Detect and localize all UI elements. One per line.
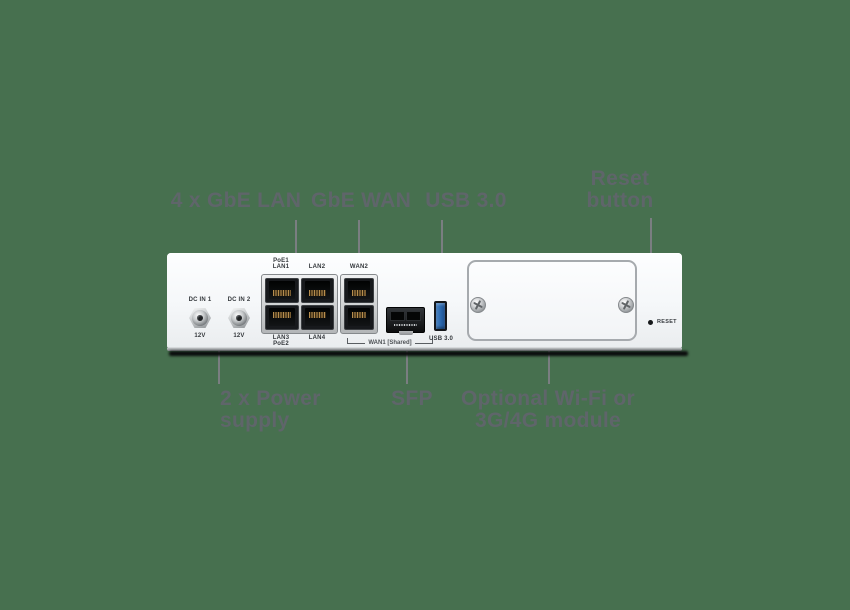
wan2-label: WAN2 (349, 264, 369, 270)
leader-line-module (548, 343, 550, 384)
dc-jack-2-barrel (231, 310, 247, 326)
usb-port-tongue (436, 303, 445, 329)
callout-gbe-lan-label: 4 x GbE LAN (170, 189, 302, 212)
rj45-port-lan1 (265, 278, 299, 303)
leader-line-usb (441, 220, 443, 258)
wan1-shared-bracket: WAN1 [Shared] (347, 336, 433, 346)
dc-jack-1 (189, 308, 211, 328)
bracket-left-segment (347, 338, 366, 344)
module-screw-left (470, 297, 486, 313)
dc-in-1-label: DC IN 1 (188, 297, 212, 303)
callout-reset-line1: Reset (590, 167, 650, 190)
callout-reset-label: Reset button (586, 168, 653, 212)
leader-line-lan (295, 220, 297, 258)
callout-power-line2: supply (220, 409, 290, 432)
callout-gbe-wan-label: GbE WAN (310, 189, 412, 212)
dc-in-2-label: DC IN 2 (227, 297, 251, 303)
callout-module-line1: Optional Wi-Fi or (460, 387, 636, 410)
callout-usb-label: USB 3.0 (425, 189, 507, 212)
poe2-label: PoE2 (273, 341, 289, 347)
sfp-slot-right (406, 311, 421, 321)
lan-port-cluster (261, 274, 338, 334)
rj45-port-lan4 (300, 305, 334, 330)
lan4-label: LAN4 (308, 335, 326, 341)
dc-jack-1-barrel (192, 310, 208, 326)
leader-line-sfp (406, 347, 408, 384)
usb-port (434, 301, 447, 331)
sfp-latch (398, 331, 413, 335)
callout-module-label: Optional Wi-Fi or 3G/4G module (461, 388, 635, 432)
callout-sfp-label: SFP (391, 387, 433, 410)
lan1-label: LAN1 (272, 264, 290, 270)
dc-jack-2 (228, 308, 250, 328)
wan-port-cluster (340, 274, 378, 334)
usb-port-label: USB 3.0 (428, 336, 454, 342)
wan1-shared-label: WAN1 [Shared] (368, 340, 412, 346)
callout-module-line2: 3G/4G module (475, 409, 621, 432)
module-screw-right (618, 297, 634, 313)
rj45-port-lan2 (300, 278, 334, 303)
poe1-label: PoE1 (273, 258, 289, 264)
dc-jack-1-pin-hole (197, 315, 203, 321)
callout-power-label: 2 x Power supply (220, 388, 321, 432)
rj45-port-lan3 (265, 305, 299, 330)
dc-in-2-voltage: 12V (233, 333, 245, 339)
lan3-poe2-label: LAN3 PoE2 (273, 335, 289, 347)
poe1-lan1-label: PoE1 LAN1 (273, 258, 289, 270)
reset-button-hole (648, 320, 653, 325)
callout-power-line1: 2 x Power (220, 387, 321, 410)
leader-line-wan (358, 220, 360, 258)
lan2-label: LAN2 (308, 264, 326, 270)
device-panel-bottom-edge (167, 348, 682, 351)
expansion-module-plate (467, 260, 637, 341)
rj45-port-wan2 (344, 278, 374, 303)
reset-silkscreen-label: RESET (657, 319, 677, 325)
rj45-port-wan1 (344, 305, 374, 330)
sfp-port (386, 307, 425, 335)
device-panel-shadow (169, 351, 688, 356)
sfp-slot-left (390, 311, 405, 321)
lan3-label: LAN3 (272, 335, 290, 341)
callout-reset-line2: button (586, 189, 654, 212)
bracket-right-segment (414, 338, 433, 344)
dc-jack-2-pin-hole (236, 315, 242, 321)
leader-line-power (218, 344, 220, 384)
sfp-pins (394, 324, 417, 326)
dc-in-1-voltage: 12V (194, 333, 206, 339)
